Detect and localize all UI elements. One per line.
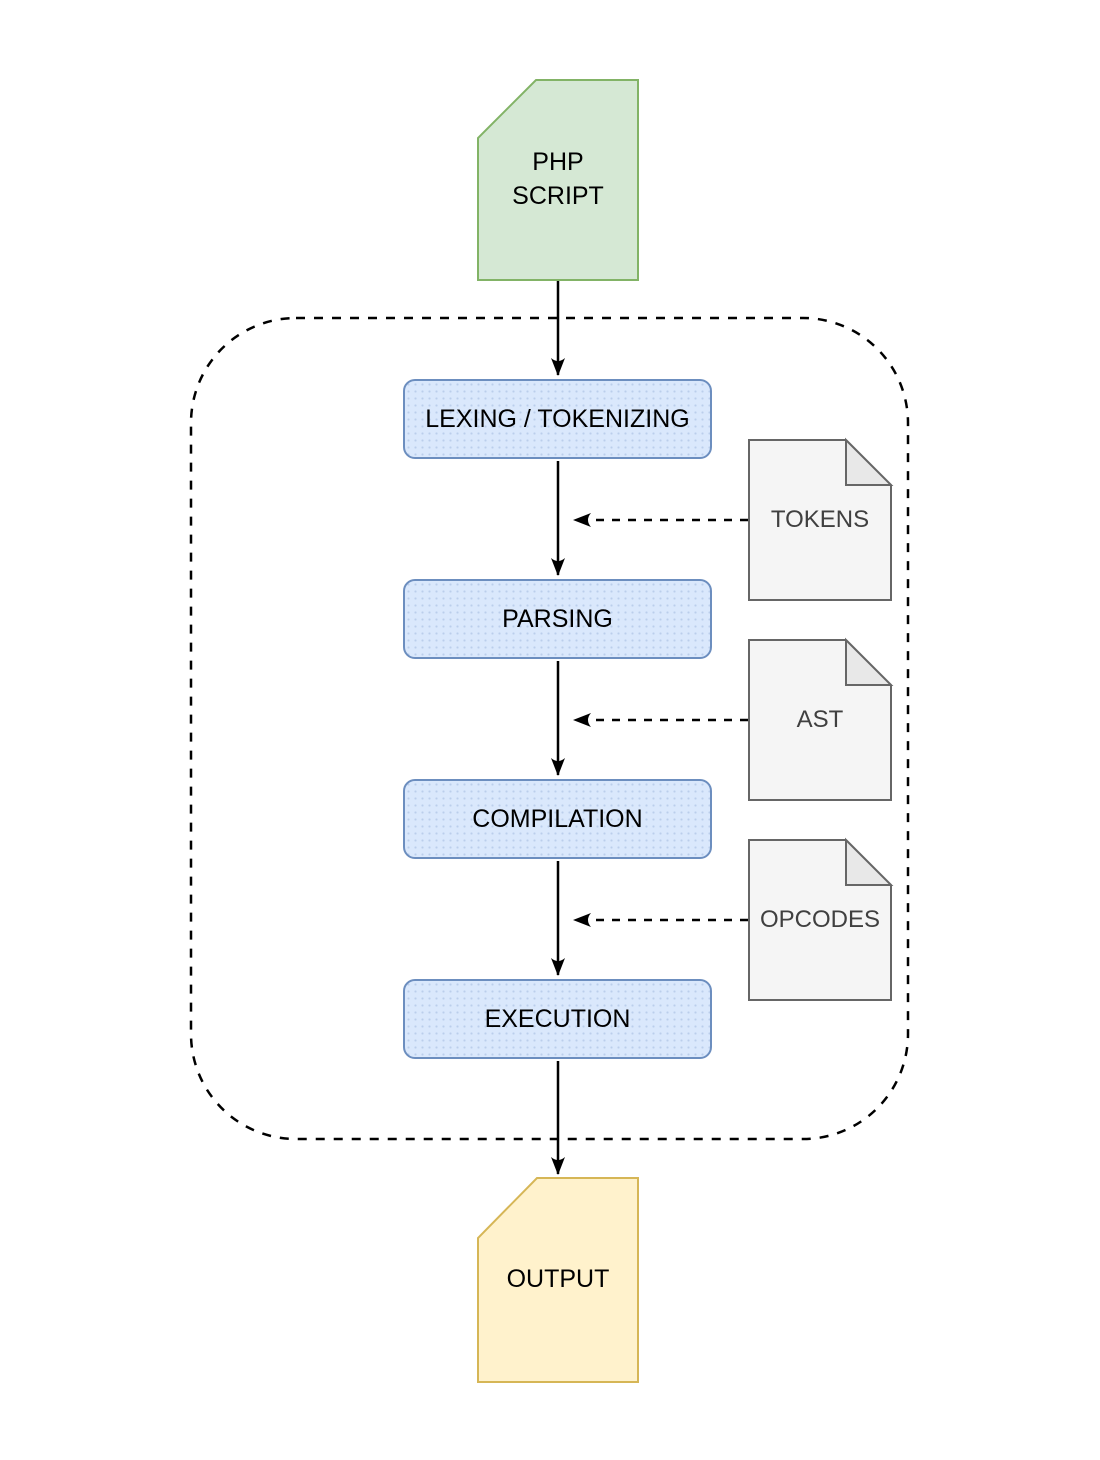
tokens-document-fold — [845, 437, 894, 486]
opcodes-document-fold — [845, 837, 894, 886]
process-box-parsing: PARSING — [403, 579, 712, 659]
process-box-execution: EXECUTION — [403, 979, 712, 1059]
execution-label: EXECUTION — [484, 1004, 631, 1033]
process-box-lexing: LEXING / TOKENIZING — [403, 379, 712, 459]
output-label: OUTPUT — [506, 1265, 610, 1294]
php-script-label: PHP SCRIPT — [512, 148, 604, 210]
output-shape — [477, 1177, 639, 1383]
tokens-document-shape — [748, 437, 894, 601]
parsing-label: PARSING — [502, 604, 613, 633]
compilation-label: COMPILATION — [472, 804, 643, 833]
ast-label: AST — [796, 706, 844, 733]
ast-document-fold — [845, 637, 894, 686]
tokens-label: TOKENS — [770, 506, 870, 533]
ast-document-shape — [748, 637, 894, 801]
php-script-shape — [477, 79, 639, 281]
lexing-label: LEXING / TOKENIZING — [425, 404, 690, 433]
opcodes-label: OPCODES — [759, 906, 881, 933]
opcodes-document-shape — [748, 837, 894, 1001]
process-box-compilation: COMPILATION — [403, 779, 712, 859]
engine-boundary — [189, 316, 910, 1141]
